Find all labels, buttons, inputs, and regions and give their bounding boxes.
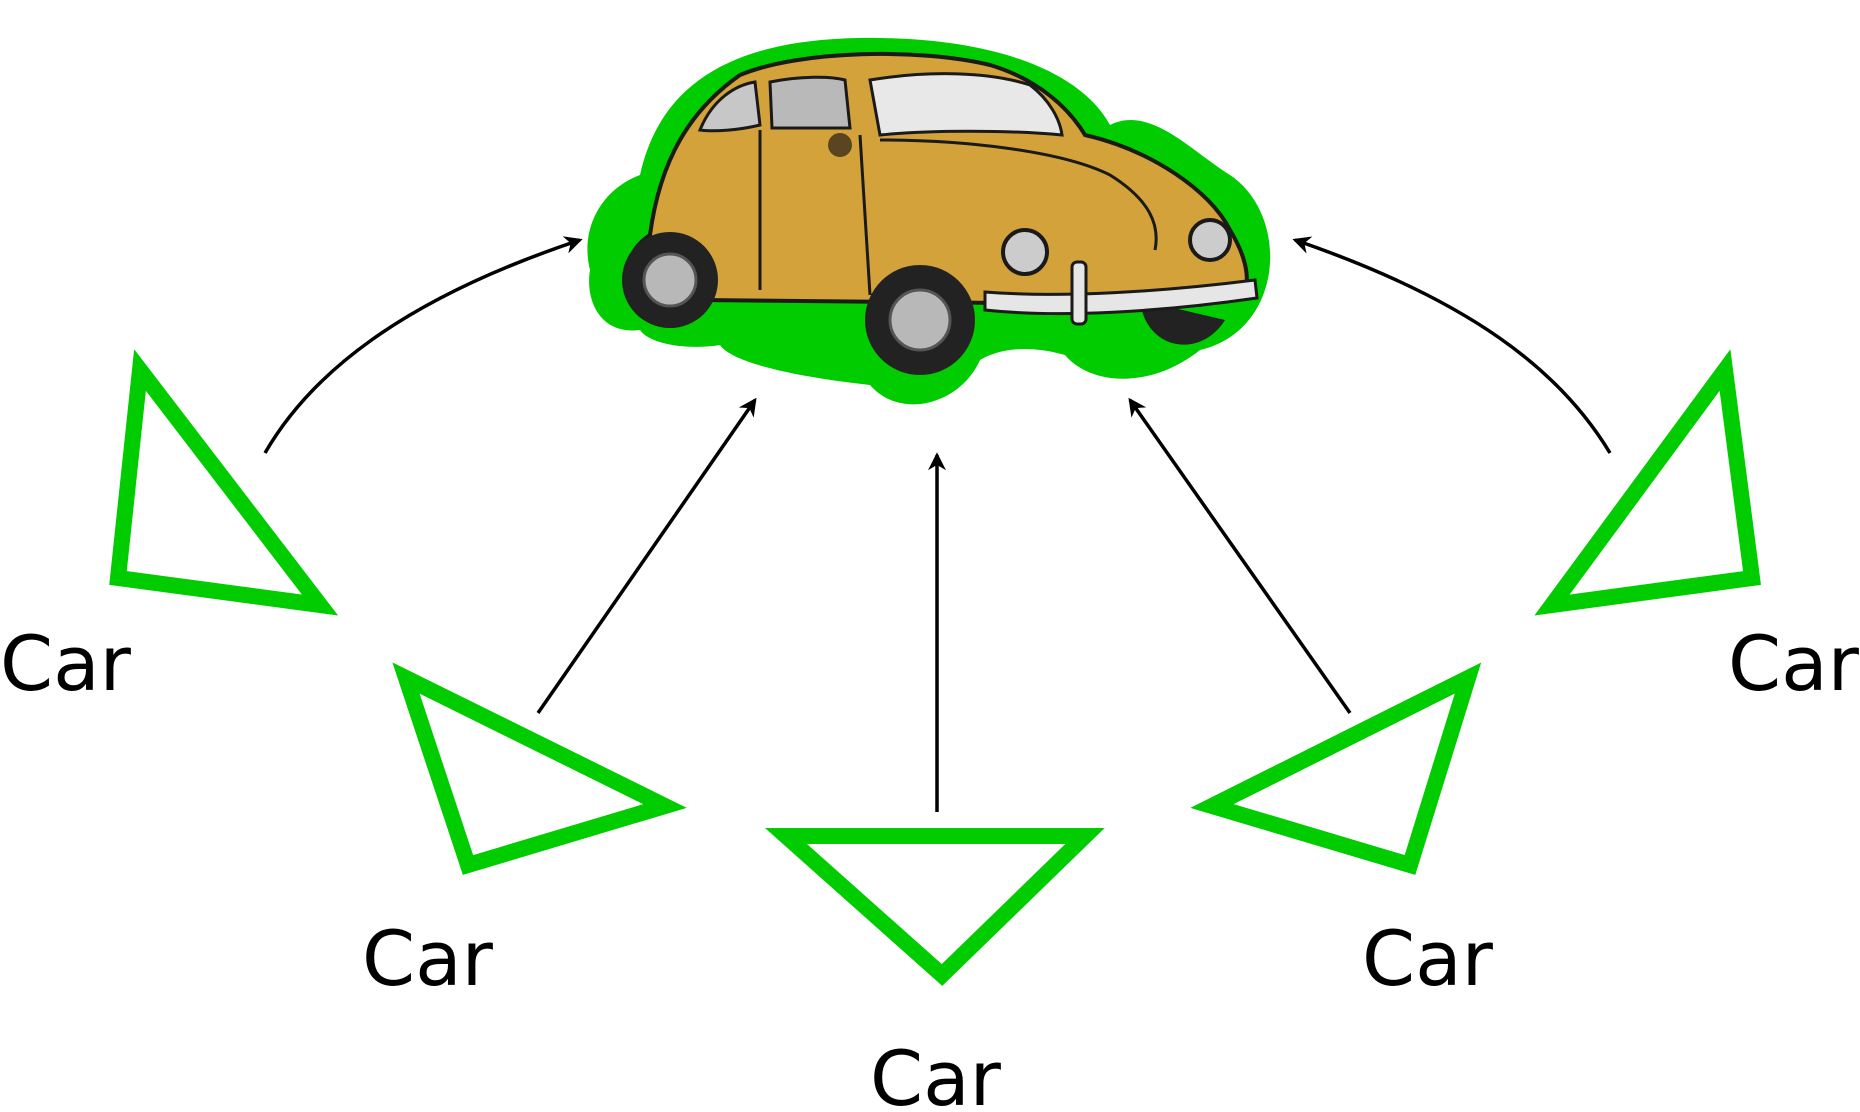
viewpoint-label: Car — [870, 1034, 1002, 1112]
car-door-line — [758, 130, 872, 296]
car-headlight-right — [1188, 218, 1232, 262]
car-headlight-left — [1001, 228, 1049, 276]
viewpoint-left-inner: Car — [362, 662, 687, 1003]
car-mirror — [828, 133, 852, 157]
viewpoint-center: Car — [764, 828, 1105, 1112]
viewpoint-right-inner: Car — [1190, 662, 1494, 1003]
triangle-icon — [764, 828, 1105, 986]
car-hood-line — [879, 138, 1158, 251]
triangle-icon — [109, 349, 339, 616]
viewpoint-left-outer: Car — [0, 349, 339, 708]
viewpoint-label: Car — [1728, 619, 1860, 708]
car-windshield — [868, 72, 1064, 137]
triangle-icon — [392, 662, 687, 875]
viewpoint-label: Car — [362, 914, 494, 1003]
car-bumper-guard — [1070, 260, 1088, 326]
viewpoint-right-outer: Car — [1534, 349, 1860, 708]
car-icon — [587, 37, 1271, 405]
arrow-right-inner — [1128, 397, 1352, 715]
car-side-window — [768, 75, 852, 130]
car-front-hubcap — [888, 288, 952, 352]
arrow-left-inner — [536, 397, 757, 714]
arrow-right-outer — [1292, 236, 1612, 454]
viewpoint-label: Car — [1362, 914, 1494, 1003]
arrow-left-outer — [263, 236, 583, 454]
car-bumper — [983, 278, 1259, 316]
car-rear-hubcap — [642, 252, 698, 308]
arrows — [263, 236, 1612, 812]
triangle-icon — [1534, 349, 1761, 616]
car-far-wheel — [1140, 300, 1225, 345]
triangle-icon — [1190, 662, 1482, 875]
car-rear-window — [697, 80, 762, 133]
viewpoint-label: Car — [0, 619, 132, 708]
